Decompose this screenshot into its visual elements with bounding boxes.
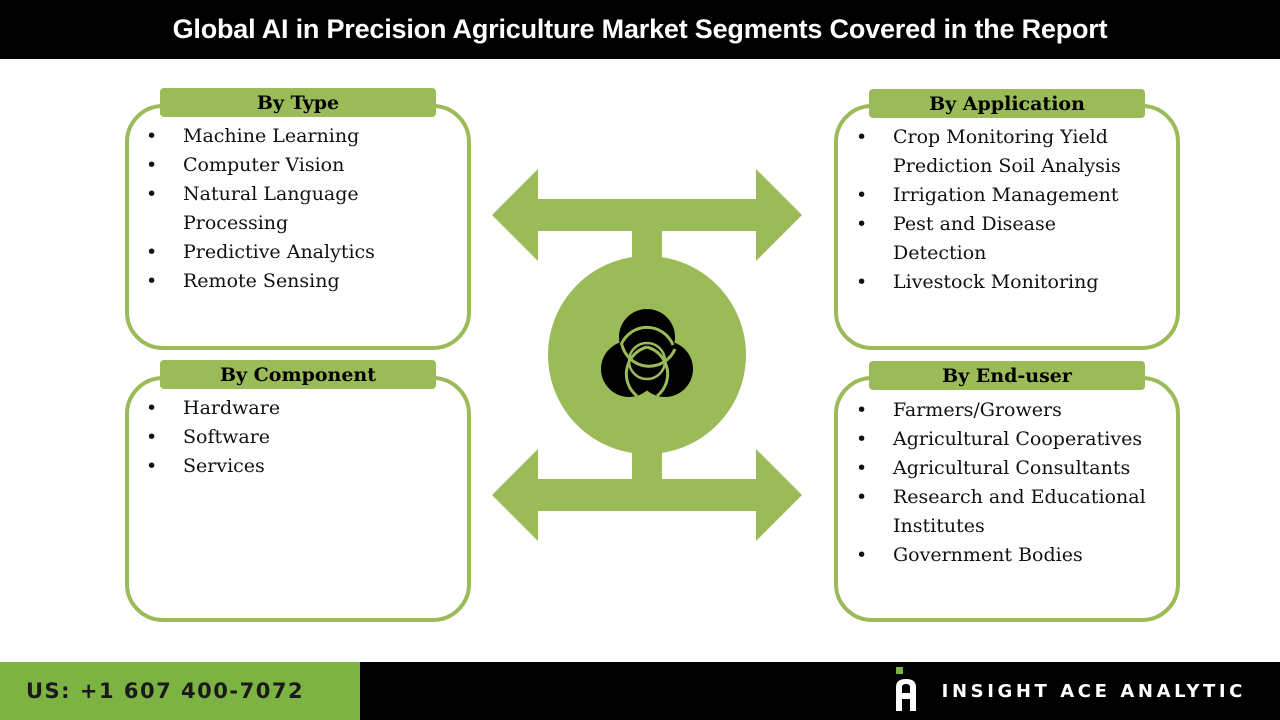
list-item: Machine Learning [146,122,446,151]
list-item: Agricultural Cooperatives [856,425,1176,454]
brand-name: INSIGHT ACE ANALYTIC [941,680,1246,702]
list-item: Services [146,452,446,481]
page-title: Global AI in Precision Agriculture Marke… [172,14,1108,44]
list-item: Pest and Disease Detection [856,210,1086,268]
double-arrow-top-icon [492,169,802,261]
footer-brand-block: INSIGHT ACE ANALYTIC [360,662,1280,720]
list-item: Government Bodies [856,541,1176,570]
list-item: Predictive Analytics [146,238,446,267]
list-item: Software [146,423,446,452]
list-by-end-user: Farmers/Growers Agricultural Cooperative… [856,396,1176,570]
list-item: Remote Sensing [146,267,446,296]
center-hub-graphic [490,165,805,545]
panel-header-by-end-user: By End-user [869,361,1145,390]
page-title-bar: Global AI in Precision Agriculture Marke… [0,0,1280,59]
venn-diagram-icon [601,309,693,398]
panel-header-label: By Component [219,363,377,386]
panel-header-label: By Type [256,91,340,114]
panel-header-label: By Application [929,92,1085,115]
double-arrow-bottom-icon [492,449,802,541]
phone-number: US: +1 607 400-7072 [26,679,305,703]
panel-header-by-application: By Application [869,89,1145,118]
list-item: Natural Language Processing [146,180,416,238]
list-by-type: Machine Learning Computer Vision Natural… [146,122,446,296]
list-item: Research and Educational Institutes [856,483,1161,541]
panel-header-by-component: By Component [160,360,436,389]
list-by-component: Hardware Software Services [146,394,446,481]
footer-phone-block: US: +1 607 400-7072 [0,662,360,720]
insight-ace-logo-icon [894,667,920,711]
list-item: Hardware [146,394,446,423]
panel-header-by-type: By Type [160,88,436,117]
list-item: Farmers/Growers [856,396,1176,425]
list-by-application: Crop Monitoring Yield Prediction Soil An… [856,123,1166,297]
list-item: Computer Vision [146,151,446,180]
list-item: Agricultural Consultants [856,454,1176,483]
list-item: Crop Monitoring Yield Prediction Soil An… [856,123,1146,181]
panel-header-label: By End-user [942,364,1072,387]
list-item: Livestock Monitoring [856,268,1166,297]
list-item: Irrigation Management [856,181,1166,210]
